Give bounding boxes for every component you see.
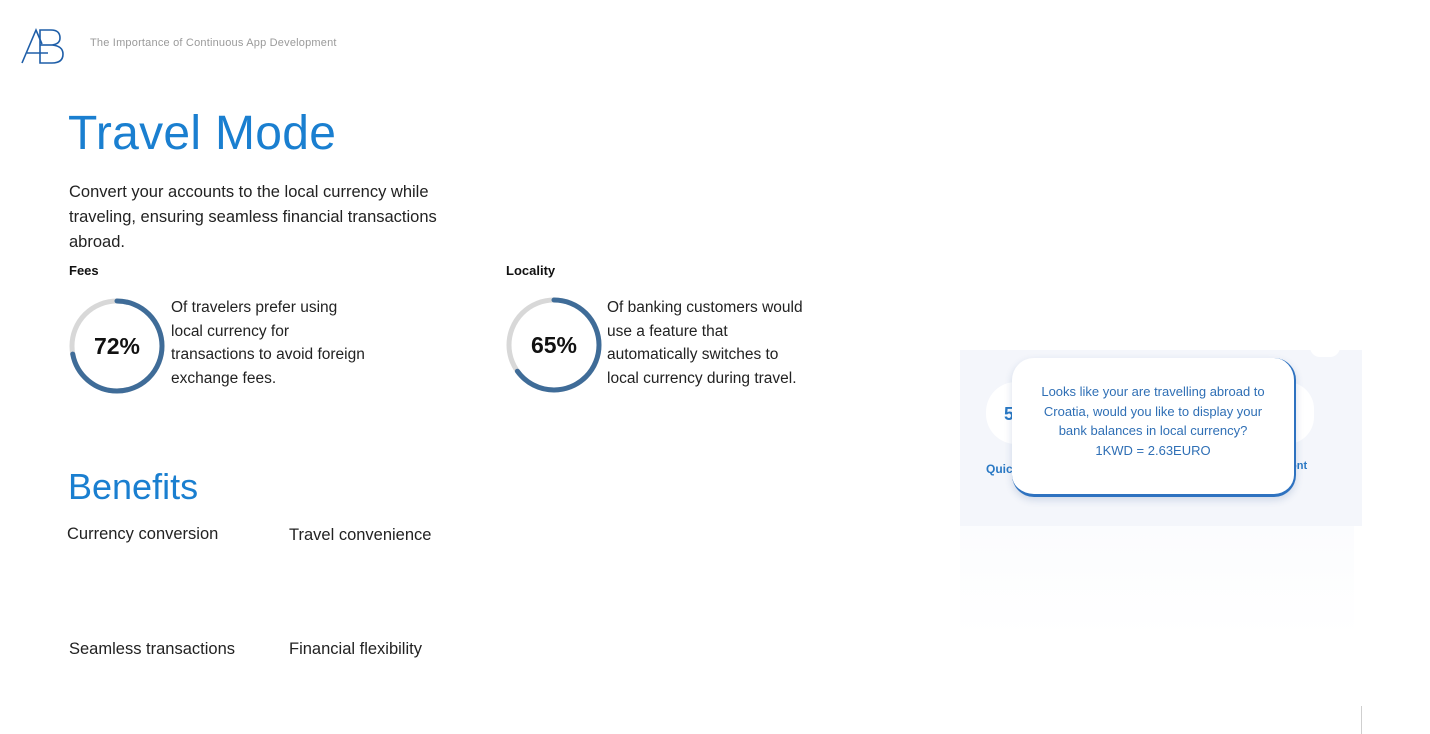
locality-description: Of banking customers would use a feature… xyxy=(607,299,803,387)
locality-percent: 65% xyxy=(530,332,578,358)
locality-progress-ring: 65% xyxy=(504,295,604,395)
popup-exchange-rate: 1KWD = 2.63EURO xyxy=(1095,442,1211,458)
intro-text: Convert your accounts to the local curre… xyxy=(69,183,437,251)
benefit-item: Currency conversion xyxy=(67,525,219,543)
page-title: Travel Mode xyxy=(68,107,337,160)
popup-notch xyxy=(1310,341,1340,357)
fees-progress-ring: 72% xyxy=(67,296,167,396)
stat-label-fees: Fees xyxy=(69,263,99,278)
popup-message: Looks like your are travelling abroad to… xyxy=(1041,384,1265,438)
mockup-pill-glyph: 5 xyxy=(1004,404,1015,424)
deck-title: The Importance of Continuous App Develop… xyxy=(90,37,337,49)
benefit-item: Seamless transactions xyxy=(69,640,235,658)
mockup-fade xyxy=(960,526,1354,638)
benefits-title: Benefits xyxy=(68,466,199,507)
fees-percent: 72% xyxy=(93,333,141,359)
travel-mode-popup[interactable]: Looks like your are travelling abroad to… xyxy=(1012,358,1296,497)
ab-logo-icon xyxy=(20,26,66,66)
stat-label-locality: Locality xyxy=(506,263,556,278)
edge-divider xyxy=(1361,706,1362,734)
mockup-label-fragment-left: Quic xyxy=(986,462,1013,476)
benefit-item: Financial flexibility xyxy=(289,640,422,658)
benefit-item: Travel convenience xyxy=(289,526,432,544)
fees-description: Of travelers prefer using local currency… xyxy=(171,299,365,387)
